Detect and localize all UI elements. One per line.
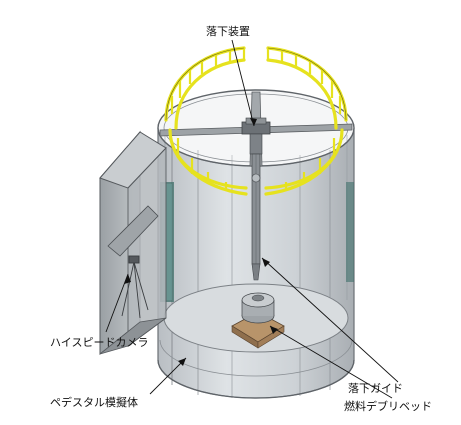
railing-posts <box>170 48 342 190</box>
leader-lines <box>105 39 399 399</box>
camera-tripod-icon <box>121 255 149 319</box>
leader-arrowheads <box>124 118 278 366</box>
label-drop-device: 落下装置 <box>206 25 250 38</box>
label-pedestal-mockup: ペデスタル模擬体 <box>50 396 138 409</box>
vessel-window-right <box>346 182 354 282</box>
label-fuel-debris-bed: 燃料デブリベッド <box>344 400 432 413</box>
pedestal-and-debris-bed <box>231 292 285 349</box>
high-speed-camera-enclosure <box>99 130 167 356</box>
drop-guide <box>251 153 261 281</box>
label-drop-guide: 落下ガイド <box>348 382 403 395</box>
railing-outline <box>165 47 347 121</box>
label-high-speed-camera: ハイスピードカメラ <box>50 336 149 349</box>
